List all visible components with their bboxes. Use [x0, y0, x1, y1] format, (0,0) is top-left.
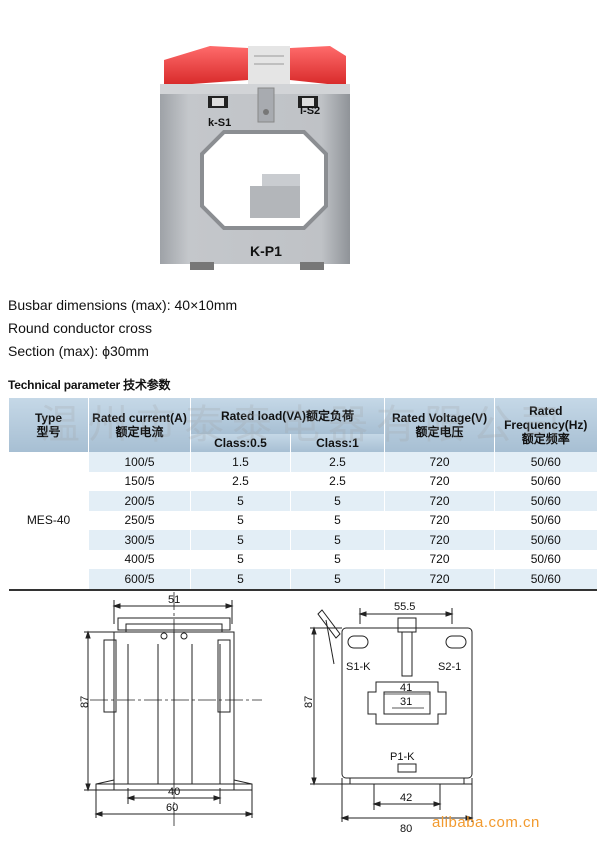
- voltage-cell: 720: [384, 452, 495, 472]
- front-label-p1k: P1-K: [390, 751, 415, 763]
- footer-logo: alibaba.com.cn: [432, 814, 540, 831]
- current-cell: 250/5: [88, 510, 191, 530]
- class1-cell: 5: [290, 510, 385, 530]
- class1-cell: 2.5: [290, 452, 385, 472]
- class05-cell: 5: [190, 491, 291, 511]
- spec-lines: Busbar dimensions (max): 40×10mm Round c…: [8, 294, 237, 363]
- spec-section: Section (max): ϕ30mm: [8, 343, 149, 359]
- voltage-cell: 720: [384, 510, 495, 530]
- front-label-s1k: S1-K: [346, 661, 371, 673]
- side-view-drawing: [84, 592, 262, 828]
- header-rated-load: Rated load(VA)额定负荷: [190, 398, 385, 434]
- class05-cell: 1.5: [190, 452, 291, 472]
- class1-cell: 5: [290, 491, 385, 511]
- header-rated-frequency: Rated Frequency(Hz)额定频率: [494, 398, 597, 452]
- frequency-cell: 50/60: [494, 510, 597, 530]
- frequency-cell: 50/60: [494, 491, 597, 511]
- voltage-cell: 720: [384, 569, 495, 589]
- voltage-cell: 720: [384, 471, 495, 491]
- current-cell: 150/5: [88, 471, 191, 491]
- class1-cell: 5: [290, 569, 385, 589]
- current-cell: 200/5: [88, 491, 191, 511]
- front-label-s21: S2-1: [438, 661, 461, 673]
- class1-cell: 2.5: [290, 471, 385, 491]
- voltage-cell: 720: [384, 530, 495, 550]
- class05-cell: 5: [190, 510, 291, 530]
- current-cell: 400/5: [88, 549, 191, 569]
- class05-cell: 2.5: [190, 471, 291, 491]
- terminal-label-p1: K-P1: [250, 243, 282, 259]
- class05-cell: 5: [190, 569, 291, 589]
- class05-cell: 5: [190, 549, 291, 569]
- current-cell: 600/5: [88, 569, 191, 589]
- table-title: Technical parameter 技术参数: [8, 378, 171, 392]
- side-dim-inner: 40: [168, 786, 180, 798]
- voltage-cell: 720: [384, 549, 495, 569]
- terminal-label-s1: k-S1: [208, 117, 231, 129]
- class1-cell: 5: [290, 549, 385, 569]
- current-cell: 100/5: [88, 452, 191, 472]
- frequency-cell: 50/60: [494, 471, 597, 491]
- front-dim-height: 87: [303, 696, 315, 708]
- front-dim-bottom: 80: [400, 823, 412, 835]
- type-cell: MES-40: [8, 452, 89, 589]
- front-dim-window-outer: 41: [400, 682, 412, 694]
- voltage-cell: 720: [384, 491, 495, 511]
- side-dim-height: 87: [79, 696, 91, 708]
- front-dim-window-inner: 31: [400, 696, 412, 708]
- front-dim-foot: 42: [400, 792, 412, 804]
- front-view-drawing: [310, 608, 474, 822]
- current-cell: 300/5: [88, 530, 191, 550]
- class1-cell: 5: [290, 530, 385, 550]
- frequency-cell: 50/60: [494, 530, 597, 550]
- red-cap-left: [164, 46, 248, 86]
- header-class-05: Class:0.5: [190, 434, 291, 452]
- header-class-1: Class:1: [290, 434, 385, 452]
- frequency-cell: 50/60: [494, 569, 597, 589]
- class05-cell: 5: [190, 530, 291, 550]
- terminal-label-s2: l-S2: [300, 105, 320, 117]
- side-dim-bottom: 60: [166, 802, 178, 814]
- side-dim-top: 51: [168, 594, 180, 606]
- header-rated-current: Rated current(A)额定电流: [88, 398, 191, 452]
- frequency-cell: 50/60: [494, 549, 597, 569]
- header-rated-voltage: Rated Voltage(V)额定电压: [384, 398, 495, 452]
- red-cap-right: [290, 46, 346, 86]
- front-dim-top: 55.5: [394, 601, 415, 613]
- spec-busbar: Busbar dimensions (max): 40×10mm: [8, 297, 238, 313]
- technical-drawings: 51 87 40 60 55.5 S1-K S2-1 41 31 P1-K 87…: [79, 592, 474, 835]
- frequency-cell: 50/60: [494, 452, 597, 472]
- product-photo: k-S1 l-S2 K-P1: [160, 46, 350, 270]
- spec-round-conductor: Round conductor cross: [8, 320, 152, 336]
